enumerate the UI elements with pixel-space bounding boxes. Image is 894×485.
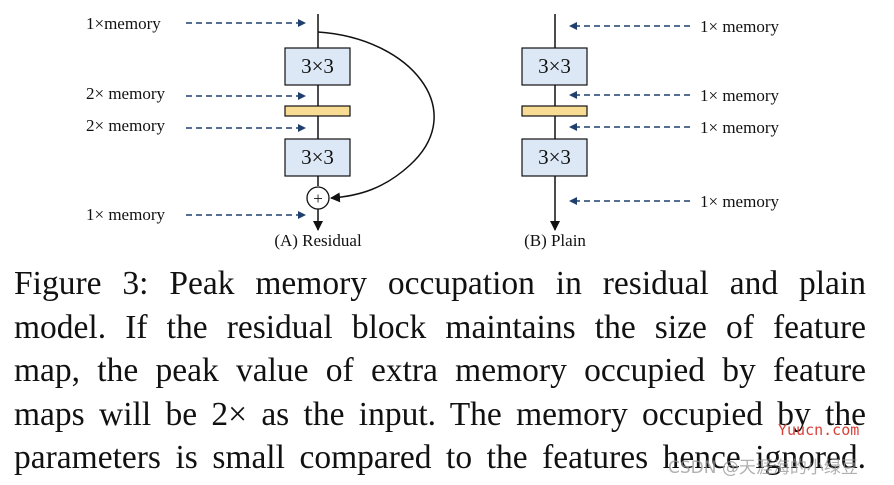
residual-memory-label-3: 2× memory [86,116,165,135]
plain-bn-bar [521,105,588,117]
residual-caption: (A) Residual [274,231,362,250]
residual-bn-bar [284,105,351,117]
plain-conv-label-bottom: 3×3 [538,145,571,169]
figure-caption-line-3: map, the peak value of extra memory occu… [14,352,866,389]
residual-conv-label-top: 3×3 [301,54,334,78]
plain-memory-label-1: 1× memory [700,17,779,36]
memory-diagram: 3×3 3×3 + 1×memory 2× memory 2× memory 1… [86,14,779,250]
plain-memory-label-4: 1× memory [700,192,779,211]
figure-caption-line-1: Figure 3: Peak memory occupation in resi… [14,265,866,302]
plain-conv-box-bottom [521,138,588,177]
plain-memory-label-3: 1× memory [700,118,779,137]
residual-conv-box-bottom [284,138,351,177]
residual-memory-label-4: 1× memory [86,205,165,224]
residual-conv-label-bottom: 3×3 [301,145,334,169]
figure-caption-line-4: maps will be 2× as the input. The memory… [14,395,866,433]
residual-memory-label-2: 2× memory [86,84,165,103]
figure-caption-line-5: parameters is small compared to the feat… [14,439,866,476]
residual-skip-connection [317,31,435,203]
figure-caption-line-2: model. If the residual block maintains t… [14,308,866,346]
residual-add-symbol: + [313,189,323,208]
residual-diagram: 3×3 3×3 + 1×memory 2× memory 2× memory 1… [86,14,435,250]
plain-memory-label-2: 1× memory [700,86,779,105]
site-watermark: Yuucn.com [778,421,860,439]
author-watermark: CSDN @天涯海的小绿豆 [668,458,858,478]
residual-memory-label-1: 1×memory [86,14,161,33]
plain-caption: (B) Plain [524,231,586,250]
plain-conv-label-top: 3×3 [538,54,571,78]
plain-diagram: 3×3 3×3 1× memory 1× memory 1× memory 1×… [521,14,779,250]
figure-caption: Figure 3: Peak memory occupation in resi… [14,262,866,480]
